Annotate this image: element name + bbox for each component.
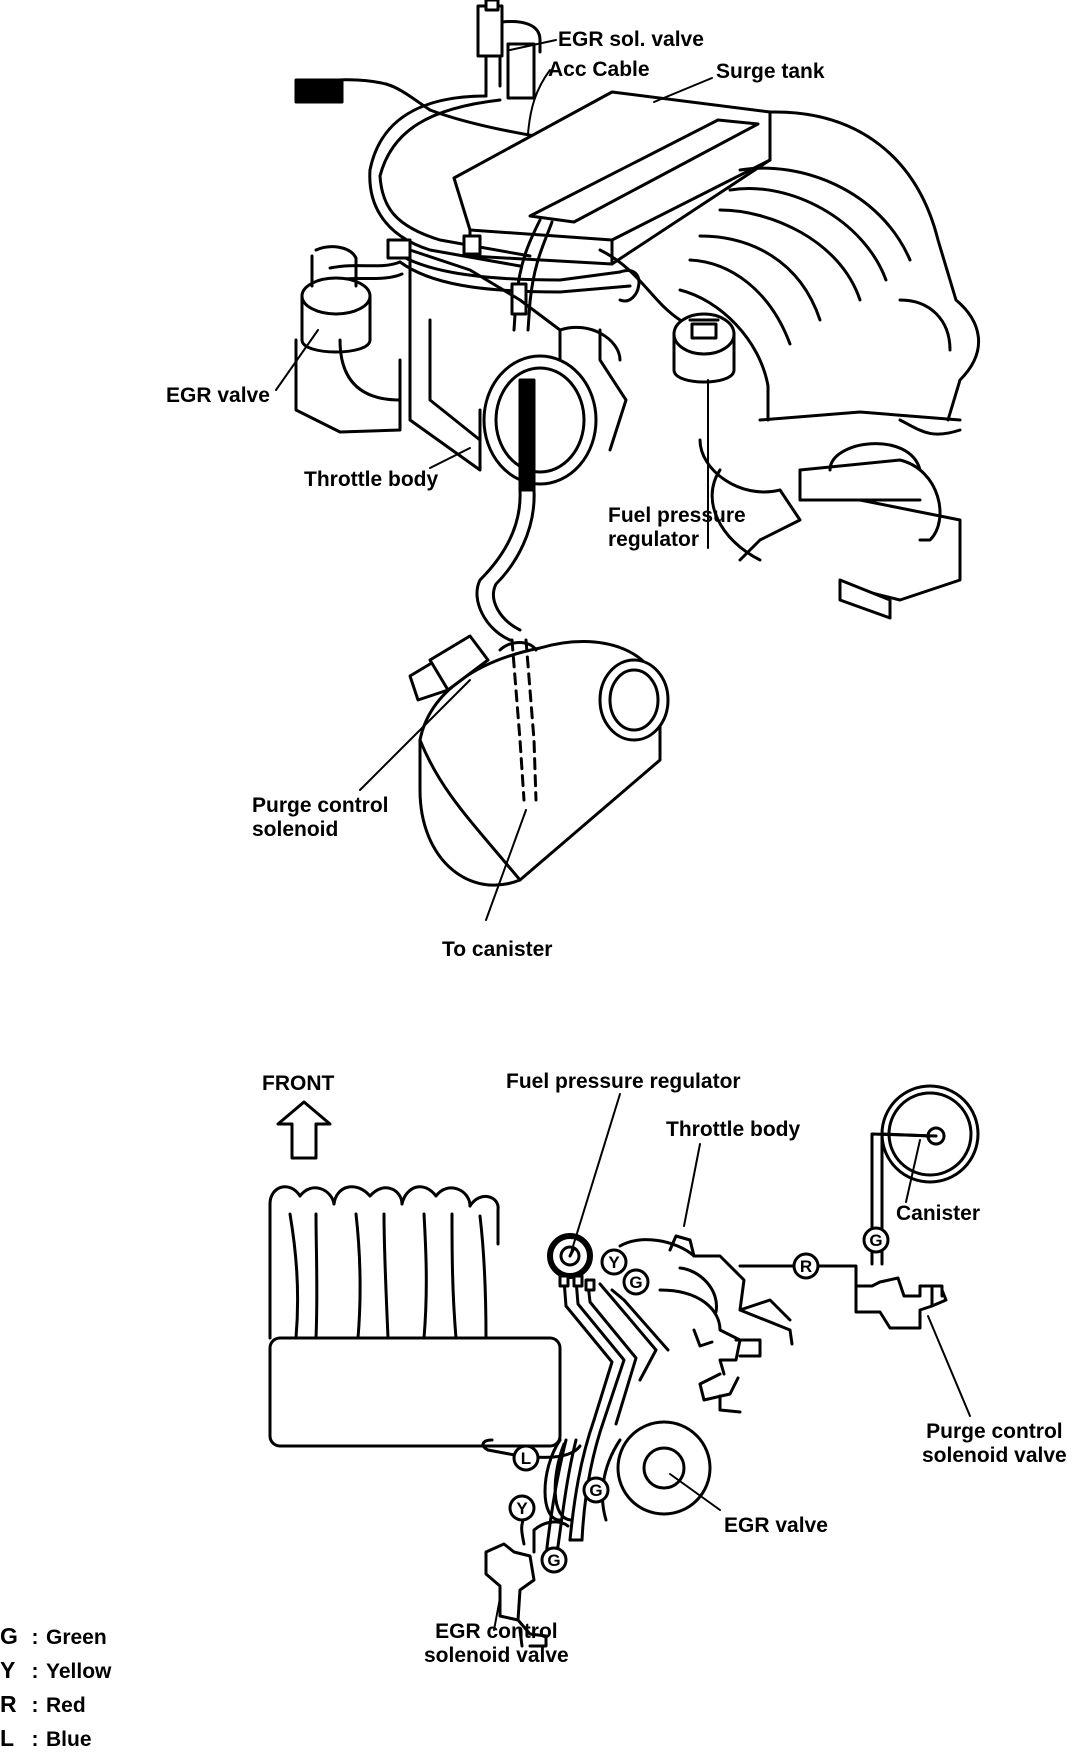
leader-lines-top — [275, 39, 713, 921]
egr-valve-shape — [294, 245, 402, 434]
legend-row-green: G: Green — [0, 1620, 111, 1654]
label-surge-tank: Surge tank — [716, 60, 825, 83]
label-fuel-pressure-regulator-line2: regulator — [608, 528, 700, 551]
legend-sep: : — [31, 1660, 39, 1683]
leader-lines-bottom — [493, 1093, 971, 1631]
marker-g-egr-solenoid: G — [547, 1551, 560, 1570]
legend-sep: : — [31, 1626, 39, 1649]
legend-code: Y — [0, 1657, 16, 1683]
surge-tank-shape — [452, 90, 981, 436]
label-throttle-body: Throttle body — [304, 468, 439, 491]
purge-solenoid-top-view — [854, 1276, 948, 1330]
acc-cable-shape — [294, 78, 562, 142]
label-egr-valve: EGR valve — [166, 384, 270, 407]
hose-marker-letters: Y G R G L G Y G — [516, 1231, 882, 1570]
legend-row-yellow: Y: Yellow — [0, 1654, 111, 1688]
red-hose-line — [738, 1264, 858, 1288]
marker-y-egr-solenoid: Y — [516, 1499, 528, 1518]
egr-valve-top-view — [601, 1420, 712, 1522]
label-purge-control-solenoid-valve: Purge control solenoid valve — [922, 1420, 1067, 1468]
label-purge-control-solenoid-valve-line2: solenoid valve — [922, 1444, 1067, 1467]
label-to-canister: To canister — [442, 938, 553, 961]
legend-code: R — [0, 1691, 17, 1717]
label-purge-control-solenoid-valve-line1: Purge control — [926, 1420, 1063, 1443]
front-arrow-icon — [276, 1100, 332, 1160]
legend-color: Blue — [46, 1728, 92, 1751]
label-acc-cable: Acc Cable — [548, 58, 650, 81]
label-throttle-body-bottom: Throttle body — [666, 1118, 801, 1141]
label-egr-control-solenoid-valve-line1: EGR control — [435, 1620, 558, 1643]
legend-code: L — [0, 1725, 15, 1751]
canister-top-view — [870, 1084, 980, 1266]
label-egr-sol-valve: EGR sol. valve — [558, 28, 704, 51]
green-hose-egr — [544, 1438, 578, 1562]
label-egr-valve-bottom: EGR valve — [724, 1514, 828, 1537]
legend-sep: : — [31, 1694, 39, 1717]
marker-r-purge: R — [800, 1257, 812, 1276]
engine-right-side — [698, 438, 962, 620]
purge-hose-shape — [475, 488, 536, 642]
label-fuel-pressure-regulator-line1: Fuel pressure — [608, 504, 746, 527]
egr-sol-valve-shape — [476, 0, 542, 100]
label-purge-control-solenoid: Purge control solenoid — [252, 794, 389, 842]
legend-code: G — [0, 1623, 18, 1649]
egr-solenoid-top-view — [484, 1516, 570, 1648]
intake-manifold-shape — [268, 1185, 562, 1448]
label-purge-control-solenoid-line1: Purge control — [252, 794, 389, 817]
legend-row-red: R: Red — [0, 1688, 111, 1722]
legend-color: Green — [46, 1626, 107, 1649]
label-egr-control-solenoid-valve: EGR control solenoid valve — [424, 1620, 569, 1668]
legend-color: Red — [46, 1694, 86, 1717]
color-legend: G: Green Y: Yellow R: Red L: Blue — [0, 1620, 111, 1756]
legend-row-blue: L: Blue — [0, 1722, 111, 1756]
label-fuel-pressure-regulator: Fuel pressure regulator — [608, 504, 746, 552]
hose-marker-circles — [508, 1226, 890, 1574]
label-egr-control-solenoid-valve-line2: solenoid valve — [424, 1644, 569, 1667]
vacuum-hoses-top — [328, 94, 682, 332]
label-purge-control-solenoid-line2: solenoid — [252, 818, 339, 841]
label-fuel-pressure-regulator-bottom: Fuel pressure regulator — [506, 1070, 741, 1093]
canister-shape — [408, 634, 670, 887]
marker-y-regulator: Y — [608, 1253, 620, 1272]
legend-sep: : — [31, 1728, 39, 1751]
label-canister: Canister — [896, 1202, 981, 1225]
throttle-body-top-view — [618, 1234, 794, 1414]
legend-color: Yellow — [46, 1660, 112, 1683]
throttle-body-shape — [408, 248, 628, 492]
fuel-pressure-regulator-shape — [672, 312, 736, 384]
marker-g-egr-valve: G — [589, 1481, 602, 1500]
label-front: FRONT — [262, 1072, 335, 1095]
marker-l-lower: L — [521, 1449, 531, 1468]
marker-g-throttle: G — [629, 1273, 642, 1292]
marker-g-canister: G — [869, 1231, 882, 1250]
